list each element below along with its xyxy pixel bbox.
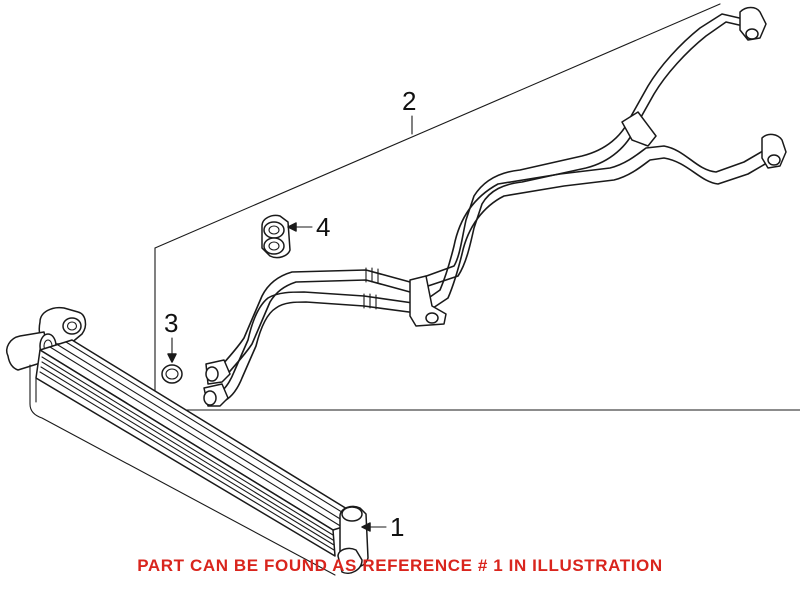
oil-cooler-part[interactable]: [6, 306, 369, 576]
callout-2: 2: [402, 86, 416, 116]
line-clip-part[interactable]: [261, 214, 291, 259]
callout-3: 3: [164, 308, 178, 338]
reference-caption: PART CAN BE FOUND AS REFERENCE # 1 IN IL…: [137, 556, 663, 575]
leader-lines: [167, 115, 413, 532]
reference-box-lines: [154, 3, 800, 411]
cooler-lines-part[interactable]: [203, 6, 787, 407]
o-ring-part[interactable]: [161, 364, 183, 384]
callout-1: 1: [390, 512, 404, 542]
callout-4: 4: [316, 212, 330, 242]
